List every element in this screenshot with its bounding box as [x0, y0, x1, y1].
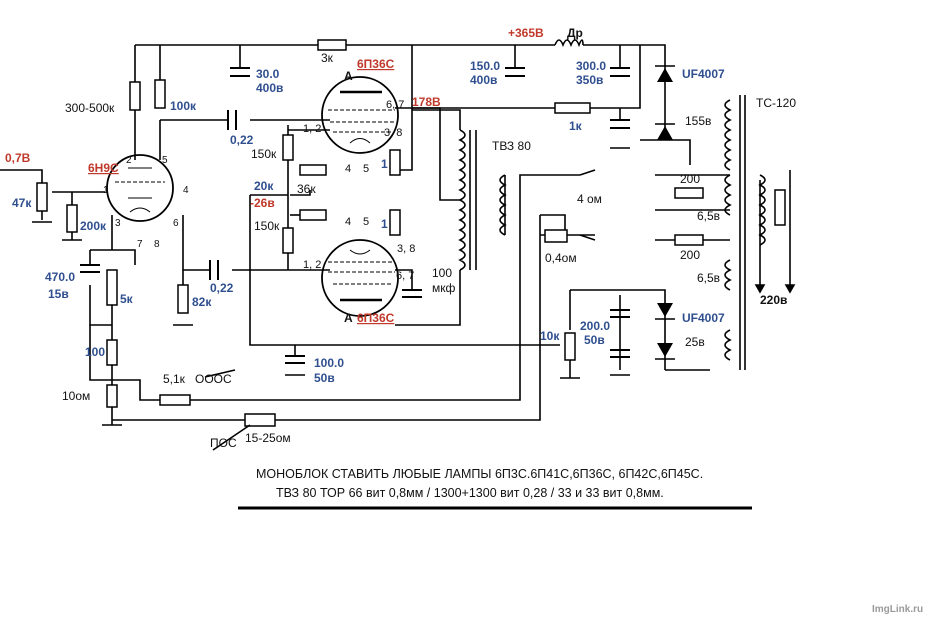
label-pin67-top: 6, 7	[386, 99, 404, 111]
label-c30: 30.0	[256, 67, 280, 81]
capacitors	[80, 67, 630, 364]
label-p38a: 3, 8	[384, 127, 402, 139]
label-c100: 100.0	[314, 356, 344, 370]
label-r36k: 36к	[297, 182, 316, 196]
note-line2: ТВЗ 80 ТОР 66 вит 0,8мм / 1300+1300 вит …	[276, 486, 664, 500]
label-tvz: ТВЗ 80	[492, 139, 531, 153]
diodes	[655, 65, 675, 360]
wires	[0, 44, 791, 425]
label-p12b: 1, 2	[303, 259, 321, 271]
label-r200k: 200к	[80, 219, 107, 233]
label-c300: 300.0	[576, 59, 606, 73]
label-r20k: 20к	[254, 179, 274, 193]
label-r100: 100	[85, 345, 105, 359]
pin-6: 6	[173, 218, 179, 229]
label-c200v: 50в	[584, 333, 605, 347]
label-mkf: мкф	[432, 281, 456, 295]
tube-top	[321, 76, 399, 154]
grounds	[32, 147, 630, 426]
pin-7: 7	[137, 239, 143, 250]
label-c30v: 400в	[256, 81, 283, 95]
pin-8: 8	[154, 239, 160, 250]
label-r3k: 3к	[321, 51, 334, 65]
label-v155: 155в	[685, 114, 711, 128]
label-tube-top: 6П36С	[357, 57, 395, 71]
label-r1k: 1к	[569, 119, 583, 133]
label-c300v: 350в	[576, 73, 603, 87]
label-v65-a: 6,5в	[697, 209, 720, 223]
label-one: 1	[381, 157, 388, 171]
label-pos: ПОС	[210, 436, 237, 450]
labels: +365В Др 3к 30.0 400в 150.0 400в 300.0 3…	[5, 26, 923, 615]
label-r5k: 5к	[120, 292, 134, 306]
pin-2: 2	[126, 155, 132, 166]
label-v220: 220в	[760, 293, 787, 307]
label-r200-b: 200	[680, 248, 700, 262]
label-anode-top: А	[344, 69, 353, 83]
label-ts: ТС-120	[756, 96, 796, 110]
label-pin67-bot: 6, 7	[396, 270, 414, 282]
label-v26: -26в	[250, 196, 275, 210]
label-p38b: 3, 8	[397, 243, 415, 255]
label-r51k: 5,1к	[163, 372, 186, 386]
label-one-b: 1	[381, 217, 388, 231]
label-c022b: 0,22	[210, 281, 234, 295]
label-v178: 178В	[412, 95, 441, 109]
label-r10ohm: 10ом	[62, 389, 90, 403]
label-c100mkf: 100	[432, 266, 452, 280]
label-r100k: 100к	[170, 99, 197, 113]
label-anode-bot: А	[344, 311, 353, 325]
label-ohm04: 0,4ом	[545, 251, 577, 265]
label-four-a: 4	[345, 163, 351, 175]
label-r10k: 10к	[540, 329, 560, 343]
label-five-b: 5	[363, 216, 369, 228]
label-c100v: 50в	[314, 371, 335, 385]
label-c470: 470.0	[45, 270, 75, 284]
label-ohm4: 4 ом	[577, 192, 602, 206]
label-r150k-b: 150к	[254, 219, 280, 233]
label-c470v: 15в	[48, 287, 69, 301]
label-oos: ОООС	[195, 372, 232, 386]
note-line1: МОНОБЛОК СТАВИТЬ ЛЮБЫЕ ЛАМПЫ 6П3С.6П41С,…	[256, 467, 703, 481]
label-choke: Др	[567, 26, 583, 40]
label-v65-b: 6,5в	[697, 271, 720, 285]
label-r150k-a: 150к	[251, 147, 277, 161]
label-five-a: 5	[363, 163, 369, 175]
arrows	[204, 169, 796, 451]
tube-input	[106, 154, 174, 222]
pin-4: 4	[183, 185, 189, 196]
label-r200-a: 200	[680, 172, 700, 186]
label-r1525: 15-25ом	[245, 431, 291, 445]
label-tube-bot: 6П36С	[357, 311, 395, 325]
label-r300-500: 300-500к	[65, 101, 115, 115]
windings	[458, 39, 766, 370]
label-r47k: 47к	[12, 196, 32, 210]
label-four-b: 4	[345, 216, 351, 228]
label-uf-top: UF4007	[682, 67, 725, 81]
label-v07: 0,7В	[5, 151, 31, 165]
label-r82k: 82к	[192, 295, 212, 309]
tube-bottom	[321, 239, 399, 317]
label-p12a: 1, 2	[303, 123, 321, 135]
label-v-plus: +365В	[508, 26, 544, 40]
label-c150: 150.0	[470, 59, 500, 73]
label-c150v: 400в	[470, 73, 497, 87]
label-c200: 200.0	[580, 319, 610, 333]
pin-5: 5	[162, 155, 168, 166]
label-uf-bot: UF4007	[682, 311, 725, 325]
pin-3: 3	[115, 218, 121, 229]
label-tube-in: 6Н9С	[88, 161, 119, 175]
label-c022a: 0,22	[230, 133, 254, 147]
label-v25: 25в	[685, 335, 705, 349]
resistors	[36, 39, 786, 427]
pin-1: 1	[103, 185, 109, 196]
watermark: ImgLink.ru	[872, 604, 923, 615]
